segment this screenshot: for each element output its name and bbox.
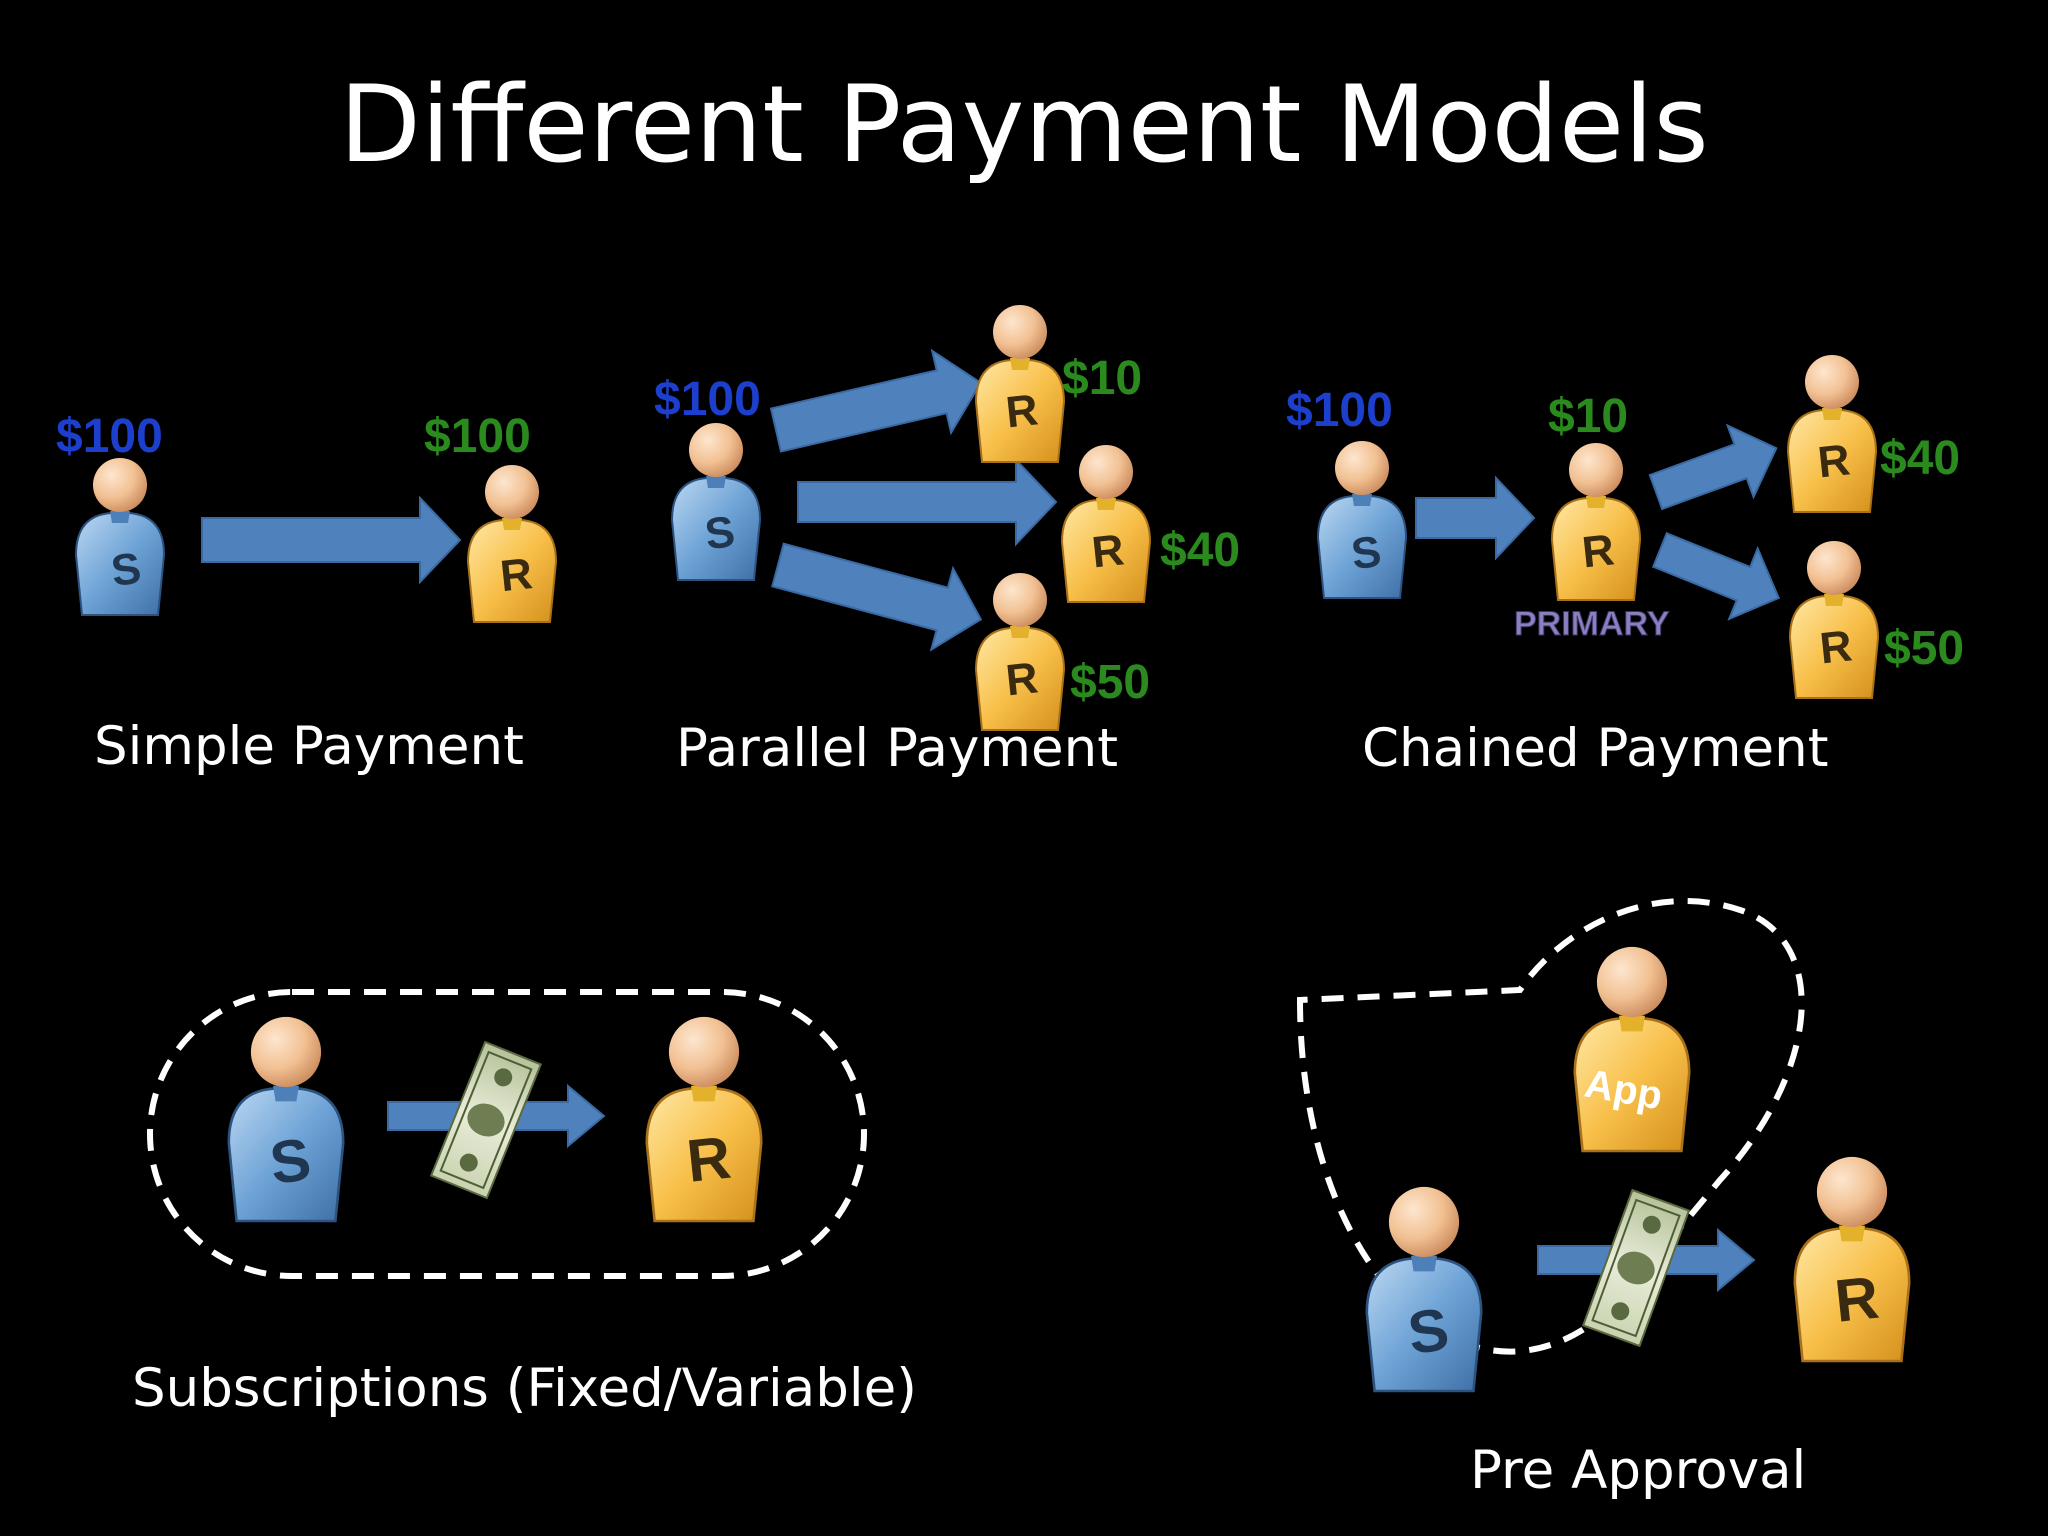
simple-receiver-letter: R bbox=[498, 549, 535, 601]
subscriptions-sender-icon: S bbox=[227, 1015, 345, 1223]
chained-arrow-1-icon bbox=[1415, 475, 1536, 561]
preapproval-receiver-icon: R bbox=[1793, 1155, 1911, 1363]
simple-payment-caption: Simple Payment bbox=[94, 716, 524, 777]
parallel-arrow-top-icon bbox=[769, 348, 982, 453]
parallel-receiver-2-letter: R bbox=[1090, 525, 1127, 577]
simple-sender-letter: S bbox=[108, 544, 144, 597]
parallel-arrow-middle-icon bbox=[797, 457, 1058, 547]
subscriptions-group: S R bbox=[147, 989, 867, 1279]
subscriptions-caption: Subscriptions (Fixed/Variable) bbox=[132, 1358, 917, 1419]
chained-sender-icon: S bbox=[1317, 440, 1407, 599]
simple-payment-group: $100 $100 S R bbox=[56, 410, 557, 623]
subscriptions-receiver-icon: R bbox=[645, 1015, 763, 1223]
chained-receiver-1-amount: $40 bbox=[1880, 432, 1960, 485]
page-title: Different Payment Models bbox=[339, 63, 1709, 186]
preapproval-receiver-letter: R bbox=[1832, 1264, 1882, 1335]
parallel-receiver-2-amount: $40 bbox=[1160, 524, 1240, 577]
parallel-receiver-3-amount: $50 bbox=[1070, 656, 1150, 709]
chained-receiver-1-letter: R bbox=[1816, 435, 1853, 487]
parallel-arrow-bottom-icon bbox=[771, 542, 983, 652]
subscriptions-receiver-letter: R bbox=[684, 1124, 734, 1195]
parallel-receiver-2-icon: R bbox=[1061, 444, 1151, 603]
simple-sender-icon: S bbox=[75, 457, 165, 616]
chained-sender-letter: S bbox=[1348, 527, 1384, 580]
preapproval-group: App S R bbox=[1296, 898, 1911, 1393]
chained-primary-label: PRIMARY bbox=[1514, 605, 1670, 643]
parallel-receiver-1-amount: $10 bbox=[1062, 352, 1142, 405]
parallel-receiver-3-letter: R bbox=[1004, 653, 1041, 705]
parallel-sender-icon: S bbox=[671, 422, 761, 581]
simple-receiver-icon: R bbox=[467, 464, 557, 623]
preapproval-app-icon: App bbox=[1573, 945, 1691, 1153]
simple-receiver-amount: $100 bbox=[424, 410, 531, 463]
chained-payment-group: $100 S $10 R PRIMARY R bbox=[1286, 354, 1964, 699]
parallel-receiver-1-letter: R bbox=[1004, 385, 1041, 437]
parallel-sender-amount: $100 bbox=[654, 373, 761, 426]
chained-payment-caption: Chained Payment bbox=[1362, 718, 1829, 779]
chained-primary-letter: R bbox=[1580, 525, 1617, 577]
subscriptions-dollar-bill-icon bbox=[429, 1040, 543, 1200]
chained-receiver-1-icon: R bbox=[1787, 354, 1877, 513]
chained-receiver-2-amount: $50 bbox=[1884, 622, 1964, 675]
parallel-receiver-3-icon: R bbox=[975, 572, 1065, 731]
preapproval-sender-letter: S bbox=[1404, 1295, 1453, 1367]
parallel-sender-letter: S bbox=[702, 507, 738, 560]
simple-arrow-icon bbox=[201, 495, 462, 585]
parallel-payment-group: $100 S R $10 R bbox=[654, 304, 1240, 731]
subscriptions-dashed-loop bbox=[147, 989, 867, 1279]
chained-primary-receiver-icon: R bbox=[1551, 442, 1641, 601]
chained-sender-amount: $100 bbox=[1286, 384, 1393, 437]
subscriptions-sender-letter: S bbox=[266, 1125, 315, 1197]
preapproval-dollar-bill-icon bbox=[1581, 1188, 1691, 1348]
chained-receiver-2-icon: R bbox=[1789, 540, 1879, 699]
preapproval-sender-icon: S bbox=[1365, 1185, 1483, 1393]
chained-arrow-2-icon bbox=[1648, 423, 1778, 511]
simple-sender-amount: $100 bbox=[56, 410, 163, 463]
preapproval-dashed-loop bbox=[1296, 898, 1805, 1355]
preapproval-caption: Pre Approval bbox=[1470, 1440, 1807, 1501]
parallel-receiver-1-icon: R bbox=[975, 304, 1065, 463]
chained-arrow-3-icon bbox=[1651, 532, 1780, 621]
parallel-payment-caption: Parallel Payment bbox=[676, 718, 1118, 779]
chained-primary-amount: $10 bbox=[1548, 390, 1628, 443]
chained-receiver-2-letter: R bbox=[1818, 621, 1855, 673]
